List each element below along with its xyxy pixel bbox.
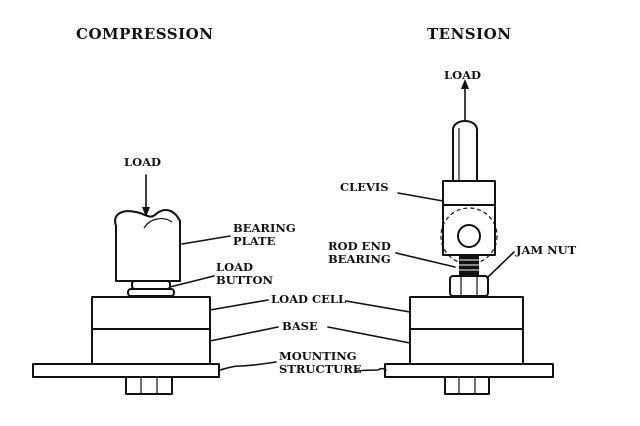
- load-button: [131, 280, 171, 290]
- load-cell-block-right: [409, 296, 524, 330]
- leader-load-cell-right: [345, 300, 411, 313]
- base-block-right: [409, 328, 524, 365]
- mounting-structure-right: [384, 363, 554, 378]
- leader-mounting-left: [219, 361, 277, 371]
- leader-base-right: [327, 326, 411, 344]
- leader-load-button: [169, 275, 215, 288]
- bolt-head-right: [444, 376, 490, 395]
- rod-end-bearing-hole: [457, 224, 481, 248]
- jam-nut-label: JAM NUT: [515, 243, 577, 257]
- mounting-label-line2: STRUCTURE: [279, 362, 362, 376]
- leader-mounting-right: [356, 367, 387, 372]
- leader-jam-nut: [486, 251, 515, 279]
- base-block-left: [91, 328, 211, 365]
- clevis-label: CLEVIS: [340, 180, 389, 194]
- leader-base-left: [209, 326, 279, 342]
- load-button-label-line1: LOAD: [216, 260, 253, 274]
- load-cell-block-left: [91, 296, 211, 330]
- clevis-upper: [442, 180, 496, 206]
- load-label-left: LOAD: [124, 155, 161, 169]
- mounting-structure-left: [32, 363, 220, 378]
- base-label: BASE: [282, 319, 318, 333]
- bearing-plate-curve: [143, 218, 173, 229]
- leader-load-cell-left: [209, 299, 269, 311]
- bearing-plate-label-line2: PLATE: [233, 234, 276, 248]
- tension-assembly: [384, 79, 554, 395]
- rod: [452, 120, 478, 182]
- load-button-label-line2: BUTTON: [216, 273, 273, 287]
- load-button-base: [127, 288, 175, 297]
- bolt-head-left: [125, 376, 173, 395]
- tension-heading: TENSION: [427, 25, 511, 43]
- leader-lines: [169, 192, 515, 372]
- compression-heading: COMPRESSION: [76, 25, 213, 43]
- bearing-plate: [114, 208, 181, 282]
- load-label-right: LOAD: [444, 68, 481, 82]
- load-cell-label: LOAD CELL: [271, 292, 346, 306]
- mounting-label-line1: MOUNTING: [279, 349, 357, 363]
- bearing-plate-label-line1: BEARING: [233, 221, 296, 235]
- jam-nut: [449, 275, 489, 297]
- leader-bearing-plate: [181, 235, 231, 245]
- leader-rod-end: [395, 252, 456, 268]
- rod-end-label-line2: BEARING: [328, 252, 391, 266]
- rod-end-label-line1: ROD END: [328, 239, 391, 253]
- leader-clevis: [397, 192, 444, 202]
- compression-assembly: [32, 174, 220, 395]
